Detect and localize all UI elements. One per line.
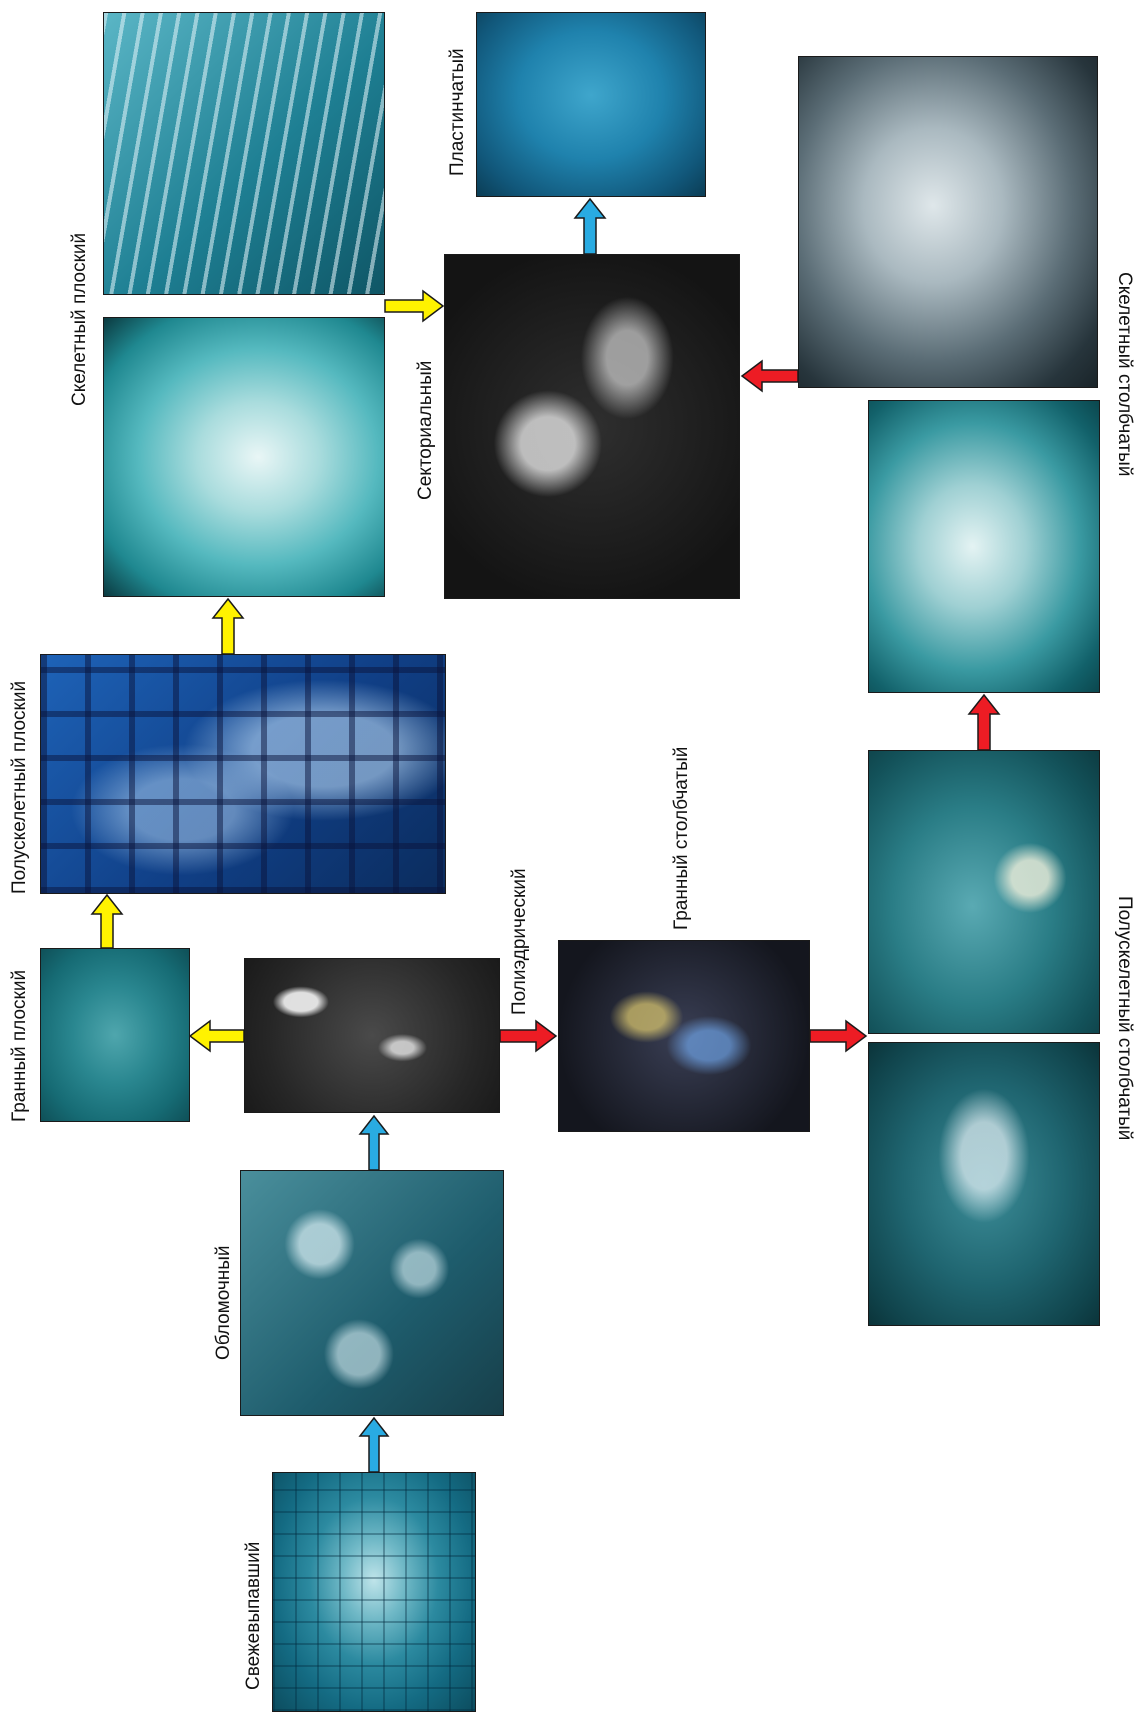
label-skeletal-flat: Скелетный плоский: [70, 233, 89, 406]
arrow-semi-skeletal-flat-to-skeletal-flat: [213, 599, 243, 654]
label-fragmented: Обломочный: [214, 1245, 233, 1360]
label-semi-skeletal-flat: Полускелетный плоский: [10, 681, 29, 894]
label-semi-skeletal-columnar: Полускелетный столбчатый: [1115, 896, 1134, 1140]
arrow-polyhedral-to-faceted-columnar: [500, 1021, 556, 1051]
label-faceted-flat: Гранный плоский: [10, 970, 29, 1122]
label-fresh: Свежевыпавший: [244, 1542, 263, 1690]
label-polyhedral: Полиэдрический: [510, 868, 529, 1015]
arrow-skeletal-flat-to-sectorial: [385, 291, 443, 321]
arrow-fresh-to-fragmented: [360, 1418, 388, 1472]
label-plate: Пластинчатый: [448, 48, 467, 176]
label-sectorial: Секториальный: [416, 361, 435, 500]
arrow-fragmented-to-polyhedral: [360, 1116, 388, 1170]
arrow-polyhedral-to-faceted-flat-shape: [190, 1021, 244, 1051]
label-skeletal-columnar: Скелетный столбчатый: [1115, 272, 1134, 476]
arrow-semi-skeletal-columnar-to-skeletal-columnar: [969, 695, 999, 750]
arrow-faceted-columnar-to-semi-skeletal-columnar: [810, 1021, 866, 1051]
arrow-sectorial-to-plate: [575, 199, 605, 254]
arrow-faceted-flat-to-semi-skeletal-flat: [92, 895, 122, 948]
arrow-skeletal-columnar-to-sectorial: [742, 361, 798, 391]
label-faceted-columnar: Гранный столбчатый: [672, 747, 691, 930]
